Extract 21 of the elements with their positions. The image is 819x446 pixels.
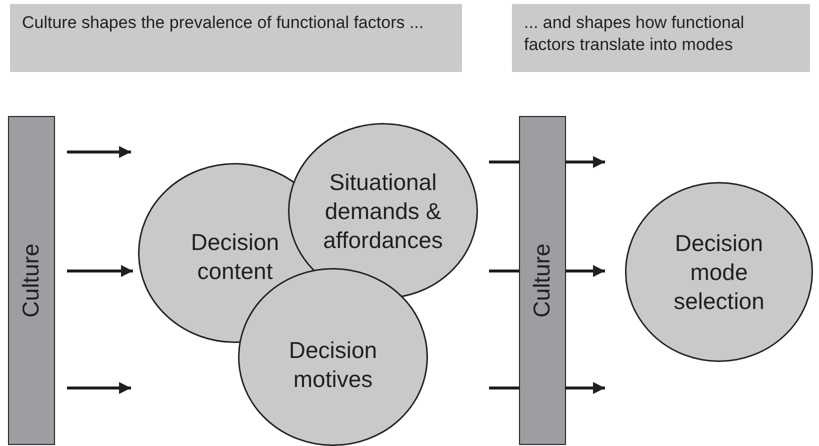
note-text: ... and shapes how functional factors translate into modes bbox=[524, 13, 744, 54]
arrow bbox=[67, 382, 131, 394]
note-box bbox=[512, 4, 810, 72]
bar-label: Culture bbox=[18, 243, 45, 318]
culture-bar bbox=[519, 116, 566, 445]
connector-line bbox=[489, 160, 519, 164]
circle-label: Decision motives bbox=[288, 336, 378, 394]
circle-label: Decision content bbox=[190, 228, 280, 286]
connector-line bbox=[489, 270, 519, 272]
connector-line bbox=[489, 386, 519, 390]
circle-label: Decision mode selection bbox=[672, 228, 766, 316]
note-box bbox=[10, 4, 462, 72]
arrow bbox=[67, 265, 133, 277]
arrow bbox=[67, 146, 131, 158]
bar-label: Culture bbox=[529, 243, 556, 318]
arrow bbox=[566, 382, 605, 394]
arrow bbox=[566, 265, 605, 277]
culture-bar bbox=[8, 116, 55, 445]
arrow bbox=[566, 156, 605, 168]
circle-label: Situational demands & affordances bbox=[322, 168, 444, 254]
note-text: Culture shapes the prevalence of functional factors ... bbox=[22, 13, 424, 32]
